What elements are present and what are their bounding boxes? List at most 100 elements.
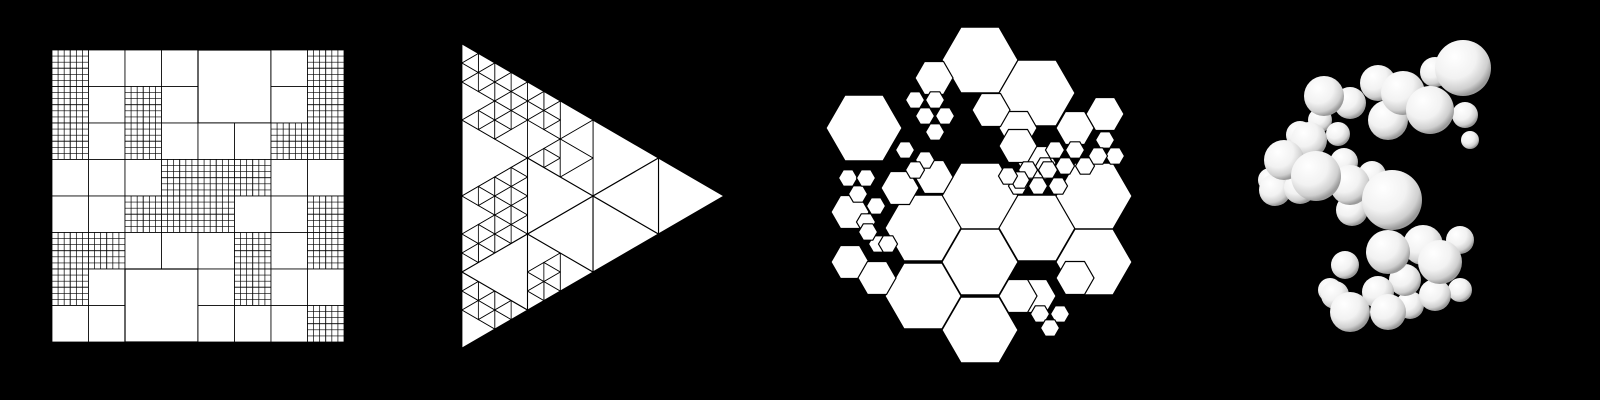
quadtree-cell [124, 232, 162, 270]
hexagon [914, 60, 954, 96]
hexagon [894, 141, 916, 159]
quadtree-cell [234, 305, 272, 343]
hexagon [857, 260, 897, 296]
sphere [1362, 170, 1422, 230]
quadtree-cell [124, 104, 144, 124]
quadtree-cell [215, 159, 235, 179]
quadtree-cell [124, 159, 162, 197]
quadtree-panel [51, 49, 345, 343]
hexagon-panel [825, 26, 1133, 364]
quadtree-cell [307, 305, 327, 325]
quadtree-cell [252, 250, 272, 270]
quadtree-cell [234, 268, 254, 288]
quadtree-cell [307, 140, 327, 160]
hexagon [971, 92, 1011, 128]
hexagon [855, 169, 877, 187]
quadtree-cell [51, 195, 89, 233]
hexagon [1054, 157, 1076, 175]
hexagon [934, 107, 956, 125]
quadtree-cell [234, 159, 254, 179]
quadtree-cell [142, 140, 162, 160]
sphere [1448, 278, 1472, 302]
quadtree-cell [270, 140, 290, 160]
sphere [1259, 174, 1291, 206]
quadtree-cell [124, 140, 144, 160]
quadtree-cell [252, 286, 272, 306]
hexagon [924, 91, 946, 109]
quadtree-cell [252, 159, 272, 179]
quadtree-cell [325, 250, 345, 270]
quadtree-cell [124, 49, 162, 87]
triangle-cell [493, 185, 512, 207]
quadtree-cell [197, 159, 217, 179]
quadtree-cell [252, 177, 272, 197]
hexagon [857, 223, 879, 241]
quadtree-cell [197, 122, 235, 160]
quadtree-cell [197, 195, 217, 215]
quadtree-cell [88, 232, 108, 252]
hexagon [865, 197, 887, 215]
quadtree-cell [88, 250, 108, 270]
hexagon [1055, 110, 1095, 146]
hexagon [1037, 161, 1059, 179]
quadtree-cell [307, 213, 327, 233]
triangle-cell [460, 233, 529, 311]
hexagon [998, 278, 1038, 314]
sphere [1419, 279, 1451, 311]
quadtree-cell [270, 232, 308, 270]
hexagon [1094, 131, 1116, 149]
quadtree-cell [142, 213, 162, 233]
hexagon [1087, 147, 1109, 165]
quadtree-cell [325, 67, 345, 87]
quadtree-cell [51, 159, 89, 197]
quadtree-cell [179, 177, 199, 197]
sphere-panel [1258, 40, 1491, 332]
quadtree-cell [106, 232, 126, 252]
quadtree-cell [325, 49, 345, 69]
triangle-cell [493, 109, 512, 131]
triangle-cell [461, 242, 479, 264]
quadtree-cell [51, 268, 71, 288]
quadtree-cell [69, 268, 89, 288]
triangle-cell [461, 52, 479, 74]
quadtree-cell [124, 86, 144, 106]
hexagon [914, 107, 936, 125]
triangle-cell [477, 71, 496, 93]
hexagon [847, 185, 869, 203]
hexagon [1047, 177, 1069, 195]
quadtree-cell [69, 104, 89, 124]
quadtree-cell [270, 49, 308, 87]
quadtree-cell [69, 86, 89, 106]
quadtree-cell [288, 122, 308, 142]
quadtree-cell [325, 140, 345, 160]
quadtree-cell [270, 159, 308, 197]
quadtree-cell [234, 122, 272, 160]
sphere [1370, 294, 1406, 330]
quadtree-cell [51, 104, 71, 124]
sphere [1461, 131, 1479, 149]
triangle-cell [477, 299, 496, 321]
triangle-cell [543, 109, 562, 131]
triangle-cell [543, 261, 562, 283]
quadtree-cell [270, 122, 290, 142]
quadtree-cell [325, 323, 345, 343]
quadtree-cell [88, 86, 126, 124]
sphere [1326, 122, 1350, 146]
triangle-cell [526, 157, 595, 235]
quadtree-cell [106, 250, 126, 270]
quadtree-cell [51, 250, 71, 270]
sphere [1366, 230, 1410, 274]
quadtree-cell [215, 177, 235, 197]
triangle-cell [477, 109, 496, 131]
quadtree-cell [179, 213, 199, 233]
quadtree-cell [51, 140, 71, 160]
quadtree-cell [307, 250, 327, 270]
quadtree-cell [161, 86, 199, 124]
hexagon [1049, 305, 1071, 323]
triangle-cell [591, 157, 660, 235]
quadtree-cell [142, 122, 162, 142]
quadtree-cell [51, 305, 89, 343]
quadtree-cell [69, 122, 89, 142]
